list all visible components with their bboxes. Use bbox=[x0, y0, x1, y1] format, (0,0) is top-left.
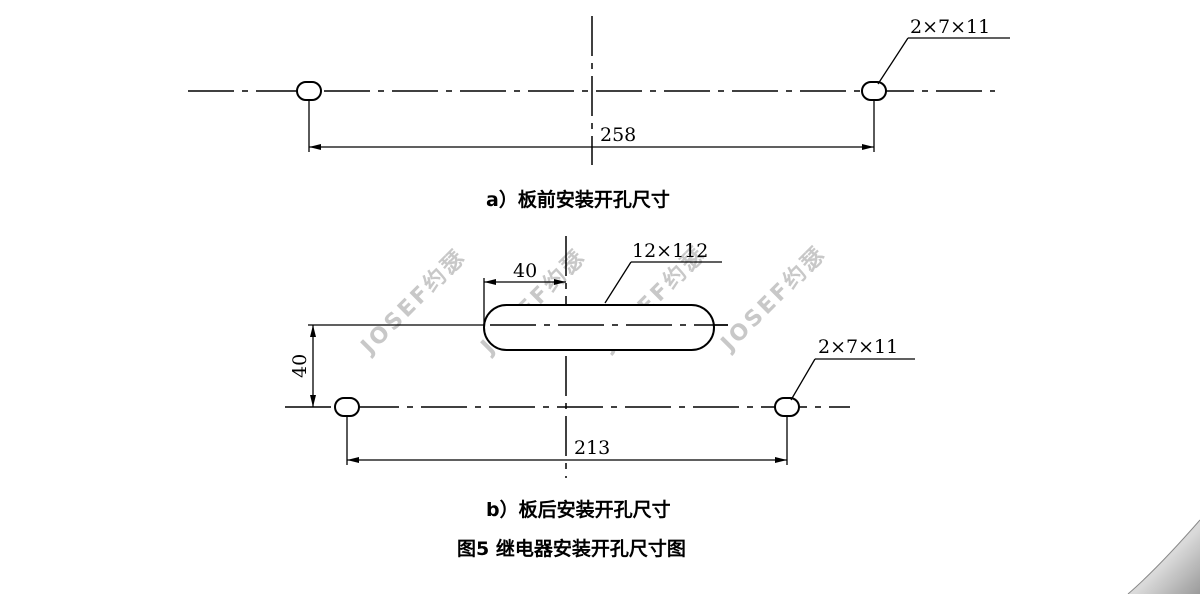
b-span-dimension: 213 bbox=[574, 437, 610, 459]
diagram-a: 258 2×7×11 a）板前安装开孔尺寸 bbox=[188, 16, 1010, 211]
b-hole-callout: 2×7×11 bbox=[818, 336, 898, 358]
figure-caption: 图5 继电器安装开孔尺寸图 bbox=[457, 537, 686, 560]
b-left-hole bbox=[334, 397, 360, 417]
b-slot-callout: 12×112 bbox=[632, 240, 708, 262]
page-curl bbox=[1128, 520, 1200, 594]
a-span-dimension: 258 bbox=[600, 124, 636, 146]
a-right-hole bbox=[861, 81, 887, 101]
b-hole-leader-line bbox=[790, 358, 816, 401]
b-vertical-offset-dimension: 40 bbox=[289, 354, 311, 378]
page-curl-shadow bbox=[1127, 519, 1200, 594]
watermark-4: JOSEF约瑟 bbox=[714, 240, 831, 357]
diagram-b: 40 40 213 12×112 2×7×11 b）板后安装开孔尺寸 bbox=[285, 236, 915, 521]
b-caption: b）板后安装开孔尺寸 bbox=[486, 498, 671, 521]
a-left-hole bbox=[296, 81, 322, 101]
b-long-slot bbox=[483, 304, 715, 351]
b-right-hole bbox=[774, 397, 800, 417]
b-slot-offset-dimension: 40 bbox=[513, 260, 537, 282]
b-slot-leader-line bbox=[604, 261, 632, 304]
a-leader-line bbox=[877, 37, 909, 85]
a-caption: a）板前安装开孔尺寸 bbox=[486, 188, 670, 211]
a-hole-callout: 2×7×11 bbox=[910, 16, 990, 38]
watermark-1: JOSEF约瑟 bbox=[354, 243, 471, 360]
